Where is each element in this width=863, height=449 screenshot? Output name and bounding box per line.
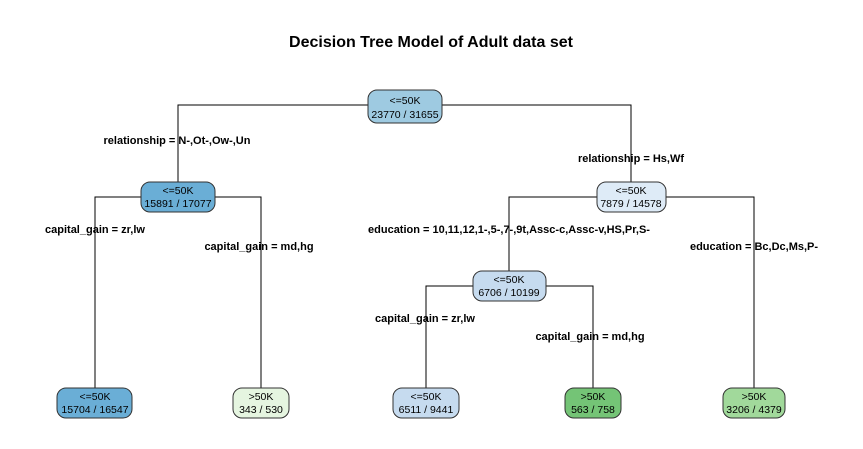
leaf-node-1: <=50K 15704 / 16547 xyxy=(56,387,133,419)
split-label-right-left: education = 10,11,12,1-,5-,7-,9t,Assc-c,… xyxy=(368,224,650,236)
edge-rightleft-left xyxy=(425,285,473,391)
node-class-label: <=50K xyxy=(494,274,525,286)
node-box xyxy=(596,181,667,213)
node-box xyxy=(392,387,460,419)
node-counts: 6706 / 10199 xyxy=(478,287,539,299)
split-label-rightleft-left: capital_gain = zr,lw xyxy=(375,313,475,325)
node-class-label: <=50K xyxy=(390,95,421,107)
node-counts: 343 / 530 xyxy=(239,404,283,416)
node-counts: 6511 / 9441 xyxy=(399,404,454,416)
node-box xyxy=(140,181,216,213)
node-counts: 23770 / 31655 xyxy=(371,109,438,121)
node-right: <=50K 7879 / 14578 xyxy=(596,181,667,213)
leaf-node-5: >50K 3206 / 4379 xyxy=(722,387,786,419)
diagram-title: Decision Tree Model of Adult data set xyxy=(289,34,574,51)
split-label-right-right: education = Bc,Dc,Ms,P- xyxy=(690,241,818,253)
edge-root-left xyxy=(177,104,368,187)
split-label-root-left: relationship = N-,Ot-,Ow-,Un xyxy=(104,135,251,147)
node-counts: 15704 / 16547 xyxy=(61,404,128,416)
node-class-label: >50K xyxy=(249,391,274,403)
node-class-label: >50K xyxy=(742,391,767,403)
node-box xyxy=(56,387,133,419)
node-box xyxy=(564,387,622,419)
leaf-node-3: <=50K 6511 / 9441 xyxy=(392,387,460,419)
node-right-left: <=50K 6706 / 10199 xyxy=(472,270,547,302)
split-label-left-right: capital_gain = md,hg xyxy=(204,241,313,253)
node-class-label: >50K xyxy=(581,391,606,403)
edge-right-left xyxy=(508,196,597,271)
tree-edges xyxy=(94,104,755,391)
leaf-node-4: >50K 563 / 758 xyxy=(564,387,622,419)
node-counts: 3206 / 4379 xyxy=(726,404,782,416)
node-class-label: <=50K xyxy=(80,391,111,403)
node-counts: 7879 / 14578 xyxy=(600,198,661,210)
node-left: <=50K 15891 / 17077 xyxy=(140,181,216,213)
node-class-label: <=50K xyxy=(163,185,194,197)
edge-left-left xyxy=(94,196,141,391)
split-label-rightleft-right: capital_gain = md,hg xyxy=(535,331,644,343)
edge-rightleft-right xyxy=(546,285,594,391)
node-box xyxy=(232,387,290,419)
node-box xyxy=(722,387,786,419)
node-counts: 563 / 758 xyxy=(571,404,615,416)
split-label-left-left: capital_gain = zr,lw xyxy=(45,224,145,236)
node-counts: 15891 / 17077 xyxy=(144,198,211,210)
node-class-label: <=50K xyxy=(616,185,647,197)
node-class-label: <=50K xyxy=(411,391,442,403)
split-labels: relationship = N-,Ot-,Ow-,Un relationshi… xyxy=(45,135,818,343)
edge-root-right xyxy=(442,104,632,182)
edge-left-right xyxy=(215,196,262,391)
node-box xyxy=(472,270,547,302)
edge-right-right xyxy=(666,196,755,391)
node-root: <=50K 23770 / 31655 xyxy=(367,89,443,124)
split-label-root-right: relationship = Hs,Wf xyxy=(578,153,684,165)
node-box xyxy=(367,89,443,124)
leaf-node-2: >50K 343 / 530 xyxy=(232,387,290,419)
